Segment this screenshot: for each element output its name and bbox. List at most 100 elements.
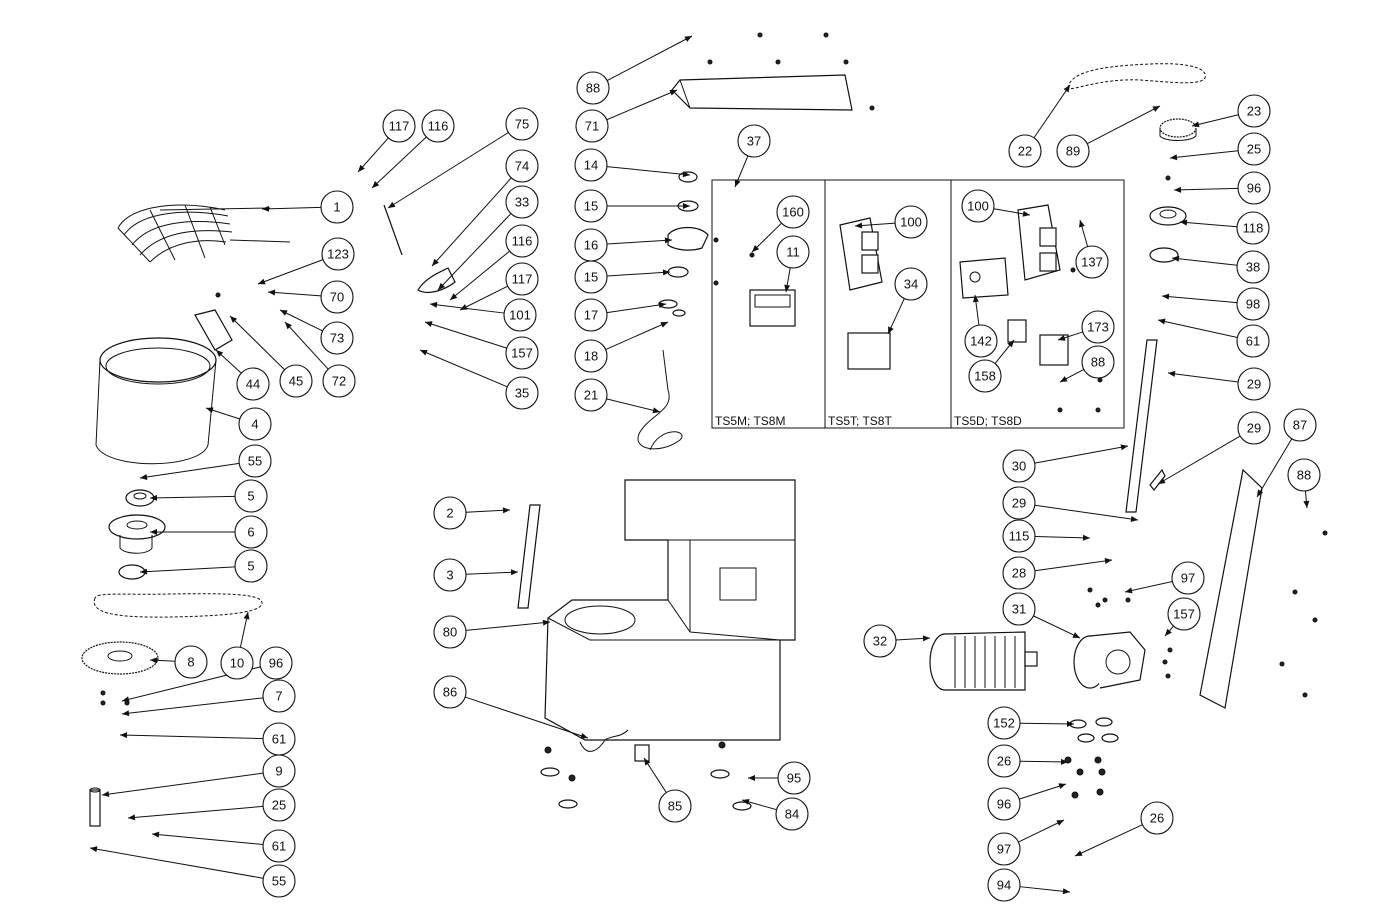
callout-bubble-3	[433, 558, 467, 592]
leader-arrow-97b	[1056, 820, 1064, 826]
board-d-drawing	[1017, 204, 1061, 281]
callout-label-75: 75	[515, 117, 529, 132]
leader-arrow-117	[358, 164, 365, 172]
leader-line-55b	[89, 847, 264, 879]
leader-arrow-137	[1079, 220, 1085, 228]
callout-bubble-97b	[987, 832, 1021, 866]
callout-label-88c: 88	[1297, 468, 1311, 483]
callout-bubble-96b	[1237, 171, 1271, 205]
callout-label-73: 73	[330, 331, 344, 346]
leader-line-116b	[449, 250, 510, 301]
leader-arrow-85	[644, 758, 651, 766]
callout-bubble-75	[505, 107, 539, 141]
leader-line-97	[1124, 580, 1173, 593]
bowl-sprocket-drawing	[81, 641, 159, 675]
callout-bubble-21	[574, 378, 608, 412]
callout-label-97: 97	[1181, 571, 1195, 586]
callout-bubble-1	[320, 190, 354, 224]
shaft-9-drawing	[89, 787, 101, 827]
callout-label-44: 44	[246, 377, 260, 392]
callout-bubble-61c	[1236, 324, 1270, 358]
callout-bubble-26b	[1140, 801, 1174, 835]
leader-arrow-1	[262, 205, 270, 212]
leader-line-23	[1191, 114, 1239, 127]
leader-line-15b	[606, 271, 671, 277]
bowl-hub-drawing	[108, 489, 166, 580]
handle-75-drawing	[383, 204, 403, 256]
callout-bubble-88c	[1287, 458, 1321, 492]
callout-bubble-33	[505, 185, 539, 219]
leader-arrow-44	[216, 350, 224, 357]
callout-label-137: 137	[1081, 255, 1103, 270]
leader-line-80	[465, 621, 551, 631]
callout-label-152: 152	[993, 716, 1015, 731]
leader-line-2	[465, 509, 511, 513]
plate-d-drawing	[959, 257, 1009, 299]
callout-label-7: 7	[275, 689, 282, 704]
leader-line-1	[261, 206, 322, 210]
callout-label-10: 10	[230, 656, 244, 671]
callout-label-15b: 15	[584, 270, 598, 285]
leader-arrow-160	[752, 244, 760, 252]
leader-arrow-61c	[1158, 318, 1166, 325]
callout-label-34: 34	[904, 277, 918, 292]
callout-bubble-85	[658, 789, 692, 823]
callout-bubble-117	[382, 109, 416, 143]
callout-label-33: 33	[515, 195, 529, 210]
leader-arrow-17	[658, 302, 666, 308]
leader-arrow-33	[438, 282, 446, 290]
leader-arrow-2	[502, 507, 510, 514]
leader-line-117b	[459, 285, 508, 311]
side-panel-87-drawing	[1199, 468, 1263, 709]
callout-bubble-70	[320, 280, 354, 314]
callout-label-89: 89	[1066, 144, 1080, 159]
callout-label-28: 28	[1012, 566, 1026, 581]
callout-label-98: 98	[1246, 297, 1260, 312]
head-sprocket-23-drawing	[1159, 118, 1197, 141]
leader-line-30	[1034, 445, 1129, 464]
callout-bubble-29b	[1237, 411, 1271, 445]
callout-label-8: 8	[187, 655, 194, 670]
callout-label-23: 23	[1247, 104, 1261, 119]
leader-line-31	[1033, 615, 1081, 639]
spiral-shaft-30-drawing	[1125, 339, 1158, 513]
bracket-44-drawing	[194, 309, 233, 351]
spiral-hook-21-drawing	[637, 349, 683, 451]
callout-bubble-4	[238, 407, 272, 441]
leader-line-17	[606, 303, 667, 314]
arm-3-drawing	[517, 504, 541, 609]
leader-arrow-80	[542, 619, 550, 626]
callout-label-30: 30	[1012, 459, 1026, 474]
callout-label-97b: 97	[997, 842, 1011, 857]
leader-arrow-61	[120, 732, 128, 739]
callout-bubble-35	[505, 376, 539, 410]
callout-bubble-14	[574, 148, 608, 182]
callout-label-14: 14	[584, 158, 598, 173]
callout-label-45: 45	[289, 374, 303, 389]
leader-line-14	[606, 166, 691, 176]
leader-arrow-152	[1066, 720, 1074, 727]
callout-bubble-5b	[234, 549, 268, 583]
leader-arrow-71	[669, 89, 677, 96]
leader-line-25	[127, 805, 264, 819]
bowl-chain-drawing	[93, 593, 263, 618]
callout-bubble-18	[574, 339, 608, 373]
callout-bubble-84	[775, 797, 809, 831]
callout-bubble-37	[737, 124, 771, 158]
leader-arrow-29c	[1130, 516, 1138, 522]
leader-arrow-25	[128, 814, 136, 821]
callout-label-25b: 25	[1247, 142, 1261, 157]
leader-line-22	[1033, 84, 1071, 139]
leader-line-26	[1019, 760, 1069, 763]
callout-label-96c: 96	[997, 797, 1011, 812]
leader-arrow-157	[425, 321, 433, 327]
callout-label-118: 118	[1243, 221, 1264, 236]
leader-arrow-123	[258, 278, 266, 285]
leader-arrow-32	[922, 635, 930, 642]
leader-line-115	[1034, 535, 1091, 539]
leader-arrow-88c	[1303, 500, 1310, 508]
leader-line-29b	[1157, 435, 1241, 485]
leader-line-73	[279, 309, 323, 332]
